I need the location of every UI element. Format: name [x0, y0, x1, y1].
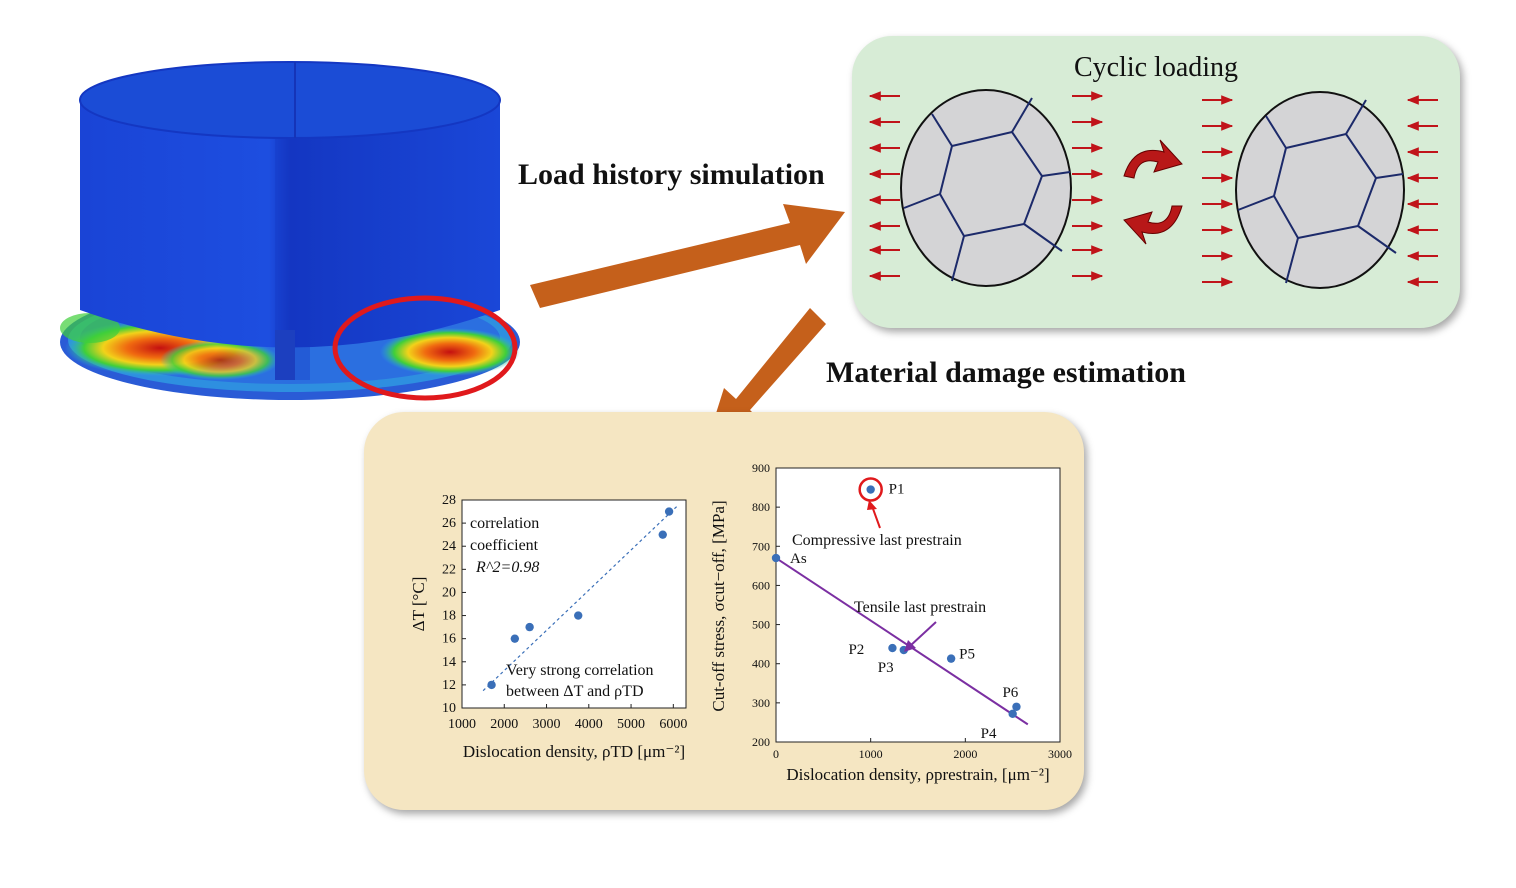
chart2-x-tick-label: 3000	[1048, 747, 1072, 761]
chart2-x-tick-label: 2000	[953, 747, 977, 761]
chart1-data-point	[525, 622, 534, 632]
chart1-trendline	[482, 505, 678, 692]
heading-load-history: Load history simulation	[518, 158, 825, 191]
delta-t-vs-dislocation-chart: 10 12 14 16 18 20 22 24 26 28 1000 2000 3000 4000 500…	[409, 494, 687, 761]
chart1-data-point	[574, 611, 583, 620]
critical-region-highlight	[332, 295, 518, 401]
chart2-annotation-tensile: Tensile last prestrain	[854, 599, 986, 616]
chart2-data-point	[1012, 702, 1021, 711]
tension-arrows-middle-left	[1072, 91, 1104, 281]
chart2-point-label: P1	[889, 482, 905, 498]
chart2-y-tick-label: 600	[752, 578, 770, 592]
chart2-data-point	[771, 553, 781, 563]
chart2-tensile-pointer	[909, 621, 937, 647]
chart1-y-tick-label: 26	[442, 516, 456, 531]
grain-right	[1235, 91, 1405, 289]
chart1-data-point	[510, 634, 520, 643]
chart2-y-tick-label: 700	[752, 539, 770, 553]
chart2-annotation-compressive: Compressive last prestrain	[792, 532, 962, 549]
chart1-y-tick-label: 16	[442, 632, 456, 647]
chart2-y-tick-label: 200	[752, 735, 770, 749]
chart2-tensile-pointer-head	[904, 640, 916, 652]
chart2-data-point	[946, 654, 956, 663]
chart1-data-point	[658, 530, 667, 539]
chart2-data-point	[1008, 709, 1017, 719]
chart1-x-tick-label: 5000	[617, 717, 645, 732]
arrow-to-damage-estimation	[706, 308, 826, 445]
chart2-y-tick-label: 900	[752, 461, 770, 475]
chart2-fit-line	[775, 557, 1029, 726]
chart2-p1-highlight-ring	[858, 477, 883, 502]
chart1-y-tick-label: 20	[442, 585, 456, 600]
chart1-y-label: ΔT [°C]	[409, 577, 428, 632]
chart1-data-point	[664, 507, 674, 516]
cyclic-loading-illustration	[868, 89, 1438, 289]
arrow-to-cyclic-loading	[530, 204, 845, 308]
chart2-point-label: P3	[878, 660, 894, 676]
cyclic-loading-panel: Cyclic loading	[852, 36, 1460, 328]
chart1-annotation-corr-1: correlation	[470, 515, 539, 532]
compression-arrows-right	[1406, 95, 1438, 287]
chart2-point-label: P2	[848, 642, 864, 658]
compression-arrows-left	[868, 91, 900, 281]
chart1-x-tick-label: 2000	[490, 717, 518, 732]
chart1-y-tick-label: 10	[442, 701, 456, 716]
cyclic-loading-title: Cyclic loading	[1073, 52, 1239, 83]
chart1-x-tick-label: 4000	[575, 717, 603, 732]
chart1-y-tick-label: 28	[442, 494, 456, 508]
chart2-x-tick-label: 1000	[859, 747, 883, 761]
chart1-y-tick-label: 14	[442, 655, 456, 670]
chart2-compressive-pointer	[871, 505, 881, 529]
chart2-y-tick-label: 400	[752, 657, 770, 671]
chart1-x-tick-label: 6000	[659, 717, 687, 732]
chart2-point-label: P5	[959, 647, 975, 663]
chart1-annotation-corr-2: coefficient	[470, 537, 539, 554]
chart1-annotation-strong-2: between ΔT and ρTD	[506, 683, 644, 700]
chart1-y-tick-label: 12	[442, 678, 456, 693]
chart1-y-tick-label: 18	[442, 609, 456, 624]
cylinder-wall	[80, 100, 500, 380]
chart1-annotation-corr-3: R^2=0.98	[475, 559, 539, 576]
chart2-plot-area	[775, 467, 1061, 743]
chart2-point-label: As	[790, 551, 807, 567]
chart1-data-point	[487, 680, 496, 690]
tension-arrows-middle-right	[1202, 95, 1234, 287]
chart2-y-tick-label: 300	[752, 696, 770, 710]
chart1-x-tick-label: 3000	[533, 717, 561, 732]
chart2-y-tick-label: 800	[752, 500, 770, 514]
chart2-point-label: P4	[981, 726, 997, 742]
cylinder-top	[79, 61, 501, 139]
chart2-point-label: P6	[1002, 685, 1018, 701]
chart2-x-tick-label: 0	[773, 747, 779, 761]
chart2-data-point	[866, 485, 875, 494]
chart2-y-tick-label: 500	[752, 618, 770, 632]
chart1-annotation-strong-1: Very strong correlation	[506, 662, 654, 679]
chart1-x-tick-label: 1000	[448, 717, 476, 732]
chart1-plot-area	[461, 499, 687, 709]
grain-left	[900, 89, 1072, 287]
chart1-y-tick-label: 22	[442, 562, 456, 577]
cutoff-stress-vs-dislocation-chart: 200 300 400 500 600 700 800 900 0 1000 2000 3000 A…	[709, 461, 1072, 784]
stress-hotspots	[60, 313, 520, 380]
chart1-x-label: Dislocation density, ρTD [μm⁻²]	[463, 742, 685, 761]
cycle-arrows-icon	[1123, 139, 1183, 245]
heading-damage-estimation: Material damage estimation	[826, 356, 1186, 389]
chart2-y-label: Cut-off stress, σcut−off, [MPa]	[709, 500, 728, 711]
chart2-data-point	[888, 643, 897, 653]
chart1-y-tick-label: 24	[442, 539, 456, 554]
chart2-compressive-pointer-head	[867, 500, 877, 510]
chart2-x-label: Dislocation density, ρprestrain, [μm⁻²]	[786, 765, 1049, 784]
fem-cylinder-model	[60, 61, 520, 400]
